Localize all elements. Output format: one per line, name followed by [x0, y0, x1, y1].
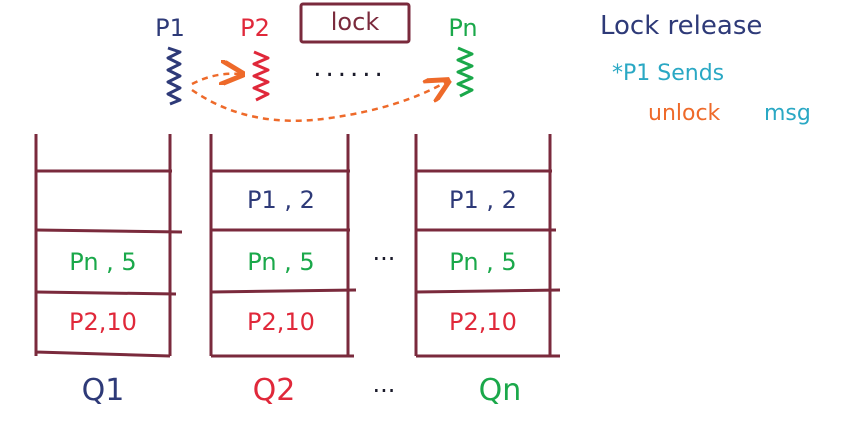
process-squiggle-p2 — [252, 50, 270, 102]
labels-ellipsis: ... — [373, 370, 396, 398]
queue-entry: P1 , 2 — [247, 186, 315, 214]
queue-label-q1: Q1 — [82, 373, 125, 408]
queue-entry: P1 , 2 — [449, 186, 517, 214]
queue-entry: Pn , 5 — [69, 248, 136, 276]
process-squiggle-pn — [456, 46, 474, 98]
process-label-p1: P1 — [155, 14, 185, 42]
process-ellipsis: ...... — [313, 53, 387, 83]
lock-label: lock — [331, 8, 380, 36]
process-label-pn: Pn — [448, 14, 477, 42]
unlock-arrow-to-p2 — [191, 74, 240, 84]
notes-line2-msg: msg — [764, 101, 811, 126]
queue-entry: P2,10 — [69, 308, 137, 336]
queue-entry: P2,10 — [449, 308, 517, 336]
queues-ellipsis: ... — [373, 238, 396, 266]
notes-title: Lock release — [600, 11, 762, 41]
queue-label-q2: Q2 — [253, 373, 296, 408]
queue-entry: P2,10 — [247, 308, 315, 336]
lock-box: lock — [299, 2, 411, 44]
queue-q1: Pn , 5 P2,10 — [34, 134, 183, 358]
queue-qn: P1 , 2 Pn , 5 P2,10 — [414, 134, 561, 358]
queue-entry: Pn , 5 — [449, 248, 516, 276]
notes-line1: *P1 Sends — [612, 61, 724, 86]
queue-entry: Pn , 5 — [247, 248, 314, 276]
process-squiggle-p1 — [166, 46, 182, 106]
process-label-p2: P2 — [240, 14, 270, 42]
notes-line2-unlock: unlock — [648, 101, 721, 126]
queue-q2: P1 , 2 Pn , 5 P2,10 — [209, 134, 357, 358]
unlock-arrow-to-pn — [191, 82, 446, 123]
queue-label-qn: Qn — [479, 373, 522, 408]
